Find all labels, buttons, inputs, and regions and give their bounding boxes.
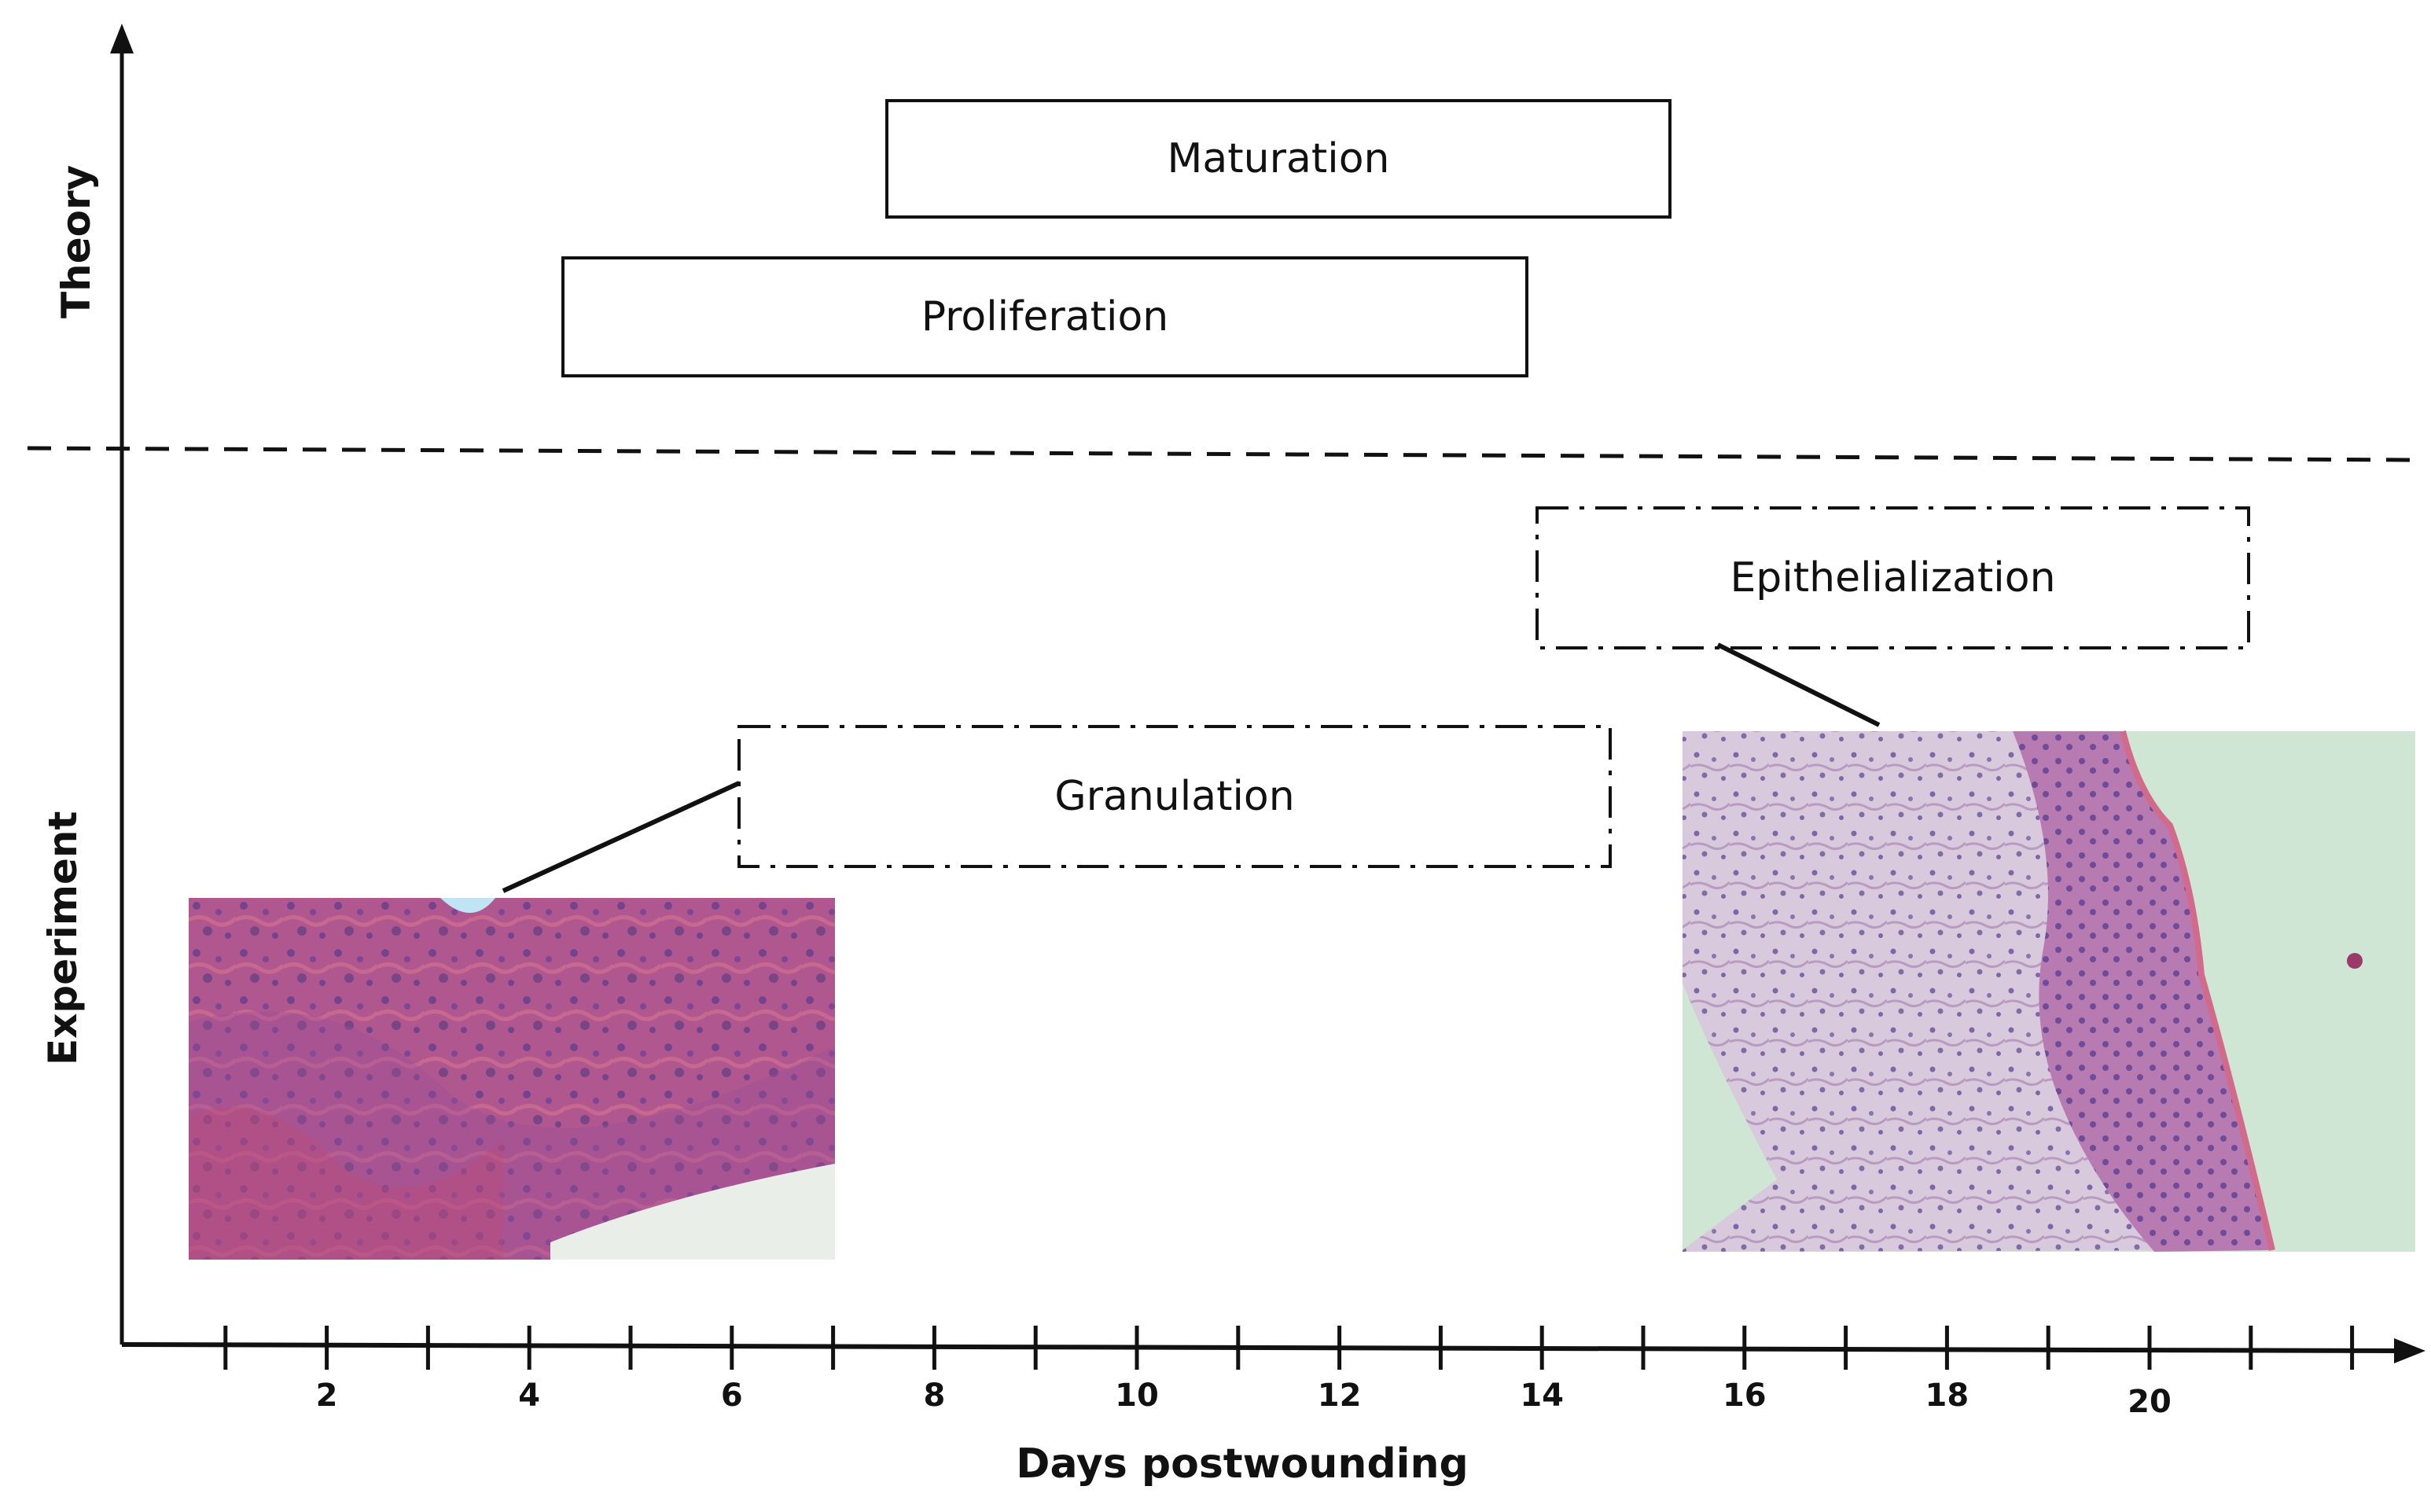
granulation-connector <box>502 781 741 893</box>
x-axis-tick-label: 6 <box>720 1378 743 1414</box>
theory-band-label: Theory <box>53 164 99 318</box>
x-axis-tick-label: 2 <box>315 1378 338 1414</box>
x-axis <box>121 1342 2399 1353</box>
x-axis-tick-label: 10 <box>1115 1378 1159 1414</box>
band-separator <box>27 446 2418 462</box>
x-axis-tick-label: 4 <box>518 1378 541 1414</box>
x-axis-tick-label: 16 <box>1722 1378 1767 1414</box>
x-axis-tick-label: 18 <box>1925 1378 1969 1414</box>
granulation-micrograph <box>189 898 835 1260</box>
granulation-box: Granulation <box>739 727 1610 866</box>
maturation-label: Maturation <box>1167 135 1390 182</box>
x-axis-arrowhead <box>2394 1338 2425 1363</box>
x-axis-title: Days postwounding <box>1016 1440 1469 1488</box>
x-axis-ticks <box>223 1326 2355 1370</box>
epithelialization-label: Epithelialization <box>1730 554 2056 601</box>
proliferation-label: Proliferation <box>921 293 1169 340</box>
epithelialization-box: Epithelialization <box>1537 508 2249 648</box>
proliferation-box: Proliferation <box>561 256 1528 377</box>
x-axis-tick-label: 20 <box>2128 1384 2172 1420</box>
epithelialization-box-outline <box>1535 506 2250 649</box>
x-axis-tick-label: 14 <box>1520 1378 1565 1414</box>
epithelialization-micrograph <box>1683 730 2415 1252</box>
y-axis-arrowhead <box>110 24 134 53</box>
granulation-label: Granulation <box>1054 773 1295 820</box>
x-axis-tick-label: 8 <box>923 1378 946 1414</box>
granulation-box-outline <box>737 725 1612 868</box>
maturation-box: Maturation <box>885 99 1672 219</box>
epithelialization-connector <box>1716 642 1881 727</box>
experiment-band-label: Experiment <box>40 811 86 1065</box>
x-axis-tick-label: 12 <box>1317 1378 1362 1414</box>
